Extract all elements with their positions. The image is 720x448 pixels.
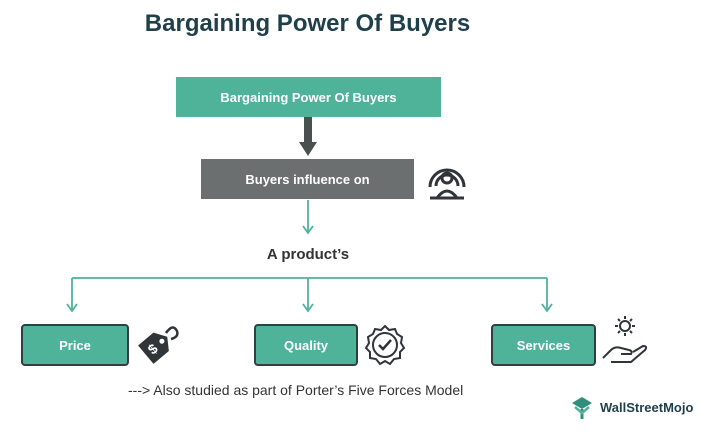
product-label: A product’s [266, 246, 350, 263]
quality-box: Quality [254, 324, 358, 366]
top-box: Bargaining Power Of Buyers [176, 77, 441, 117]
wallstreetmojo-logo-icon [572, 397, 592, 419]
branch-middle-head [302, 303, 314, 313]
branch-left-head [66, 303, 78, 313]
buyer-person-icon [428, 168, 466, 200]
services-box: Services [491, 324, 596, 366]
price-box: Price [21, 324, 129, 366]
product-arrow-head [302, 225, 314, 235]
influence-box: Buyers influence on [201, 159, 414, 199]
branch-right-head [541, 303, 553, 313]
main-arrow-shaft [304, 117, 312, 145]
services-hand-icon [602, 316, 648, 363]
brand-logo: WallStreetMojo [568, 393, 693, 421]
porter-note: ---> Also studied as part of Porter’s Fi… [128, 382, 464, 398]
diagram-title: Bargaining Power Of Buyers [144, 10, 471, 37]
quality-badge-icon [364, 324, 406, 366]
brand-name: WallStreetMojo [600, 399, 694, 415]
price-tag-icon: $ [138, 326, 179, 364]
main-arrow-head [299, 142, 317, 156]
